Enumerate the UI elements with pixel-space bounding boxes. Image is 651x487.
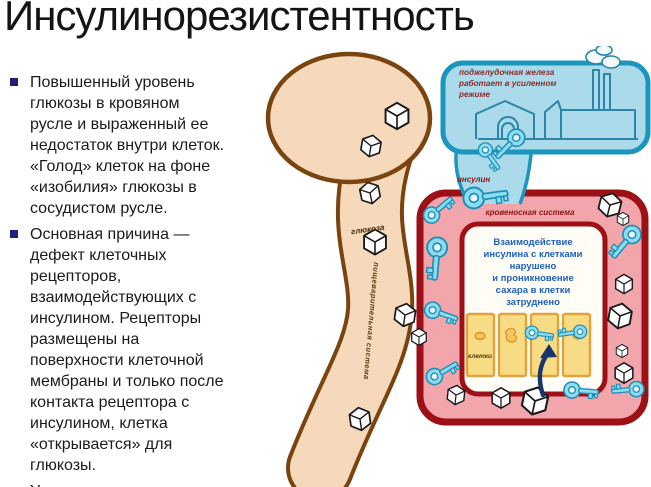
warehouse-icon [475, 100, 535, 139]
message-text: Взаимодействие [493, 237, 572, 248]
message-text: инсулина с клетками [484, 249, 583, 260]
sugar-cube-icon [614, 362, 634, 384]
factory-icon [475, 69, 638, 140]
up-arrow-icon [537, 344, 557, 398]
bullet-item: Основная причина — дефект клеточных реце… [8, 224, 226, 476]
bullet-item: Повышенный уровень глюкозы в кровяном ру… [8, 72, 226, 219]
stomach-shape [265, 51, 433, 185]
page-title: Инсулинорезистентность [4, 0, 475, 39]
message-text: нарушено [510, 261, 557, 272]
cells-label: клетки [468, 353, 492, 360]
cell-rect [561, 312, 592, 378]
bullet-marker [10, 230, 18, 238]
bullet-text: Основная причина — дефект клеточных реце… [30, 226, 224, 474]
bullet-text: Повышенный уровень глюкозы в кровяном ру… [30, 74, 225, 217]
message-text: сахара в клетки [496, 285, 571, 296]
pancreas-caption: работает в усиленном [458, 78, 556, 88]
sugar-cube-icon [491, 387, 511, 409]
warehouse-door-arch-inner [501, 122, 515, 139]
bullet-list: Повышенный уровень глюкозы в кровяном ру… [8, 72, 226, 487]
cell-rect [529, 312, 560, 378]
pancreas-box: поджелудочная железа работает в усиленно… [440, 46, 651, 165]
factory-building [544, 100, 636, 139]
message-text: и проникновение [492, 273, 574, 284]
sugar-cube-icon [411, 327, 427, 347]
sugar-cube-icon [616, 211, 630, 227]
insulin-resistance-diagram: поджелудочная железа работает в усиленно… [265, 46, 651, 487]
sugar-cube-icon [615, 343, 629, 359]
pancreas-caption: режиме [458, 90, 491, 99]
bullet-item: Уменьшение чувствительности к инсулину —… [8, 481, 226, 487]
sugar-cube-icon [614, 273, 634, 295]
factory-chimneys [592, 69, 611, 110]
message-text: затруднено [506, 297, 560, 308]
sugar-cube-icon [384, 101, 410, 131]
cell-rect [465, 312, 496, 378]
cell-rect [497, 312, 528, 378]
pancreas-caption: поджелудочная железа [459, 68, 555, 77]
blood-system-label: кровеносная система [486, 208, 575, 217]
warehouse-door-arch [497, 116, 519, 139]
chimney-smoke [585, 46, 621, 69]
bullet-text: Уменьшение чувствительности к инсулину —… [30, 483, 209, 487]
insulin-label: инсулин [457, 175, 490, 184]
message-box: Взаимодействие инсулина с клетками наруш… [459, 221, 608, 397]
bullet-marker [10, 78, 18, 86]
